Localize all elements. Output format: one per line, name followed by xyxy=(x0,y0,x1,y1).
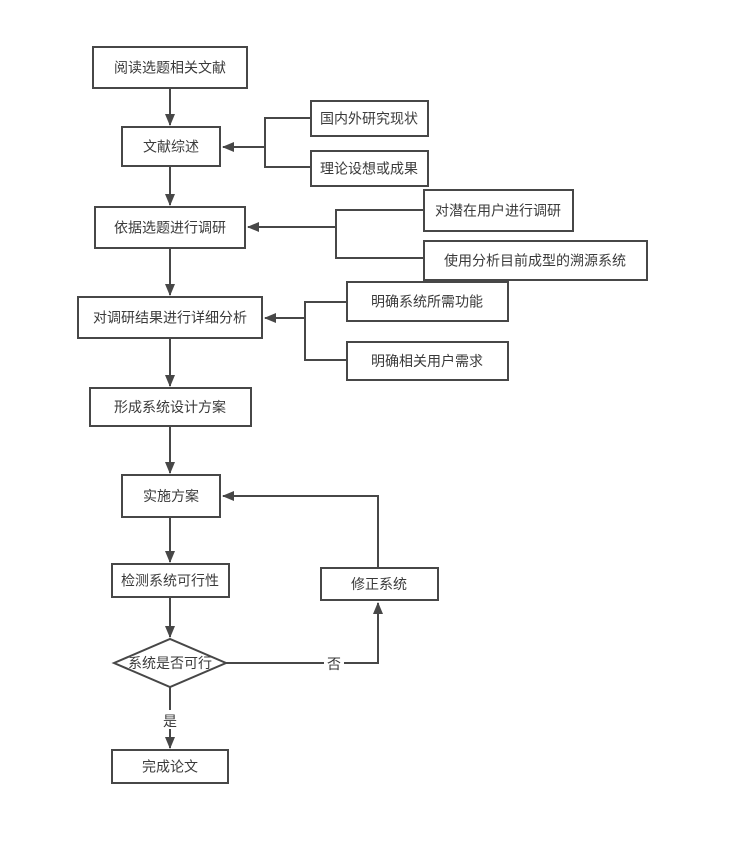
edge-label-no: 否 xyxy=(327,657,341,673)
node-complete-thesis: 完成论文 xyxy=(111,749,229,784)
edge-label-yes: 是 xyxy=(163,714,177,730)
node-form-design: 形成系统设计方案 xyxy=(89,387,252,427)
edge-label-no-bg xyxy=(324,653,344,672)
node-theory-results-box xyxy=(310,150,429,187)
node-research-status-box xyxy=(310,100,429,137)
node-theory-results-label: 理论设想或成果 xyxy=(320,162,418,178)
node-implement-plan: 实施方案 xyxy=(121,474,221,518)
node-read-literature: 阅读选题相关文献 xyxy=(92,46,248,89)
node-test-feasibility: 检测系统可行性 xyxy=(111,563,230,598)
node-analyze-systems: 使用分析目前成型的溯源系统 xyxy=(423,240,648,281)
node-clarify-needs-label: 明确相关用户需求 xyxy=(371,353,483,370)
node-fix-system-box xyxy=(320,567,439,601)
node-literature-review: 文献综述 xyxy=(121,126,221,167)
node-read-literature-label: 阅读选题相关文献 xyxy=(114,60,226,77)
node-decision-feasible: 系统是否可行 xyxy=(111,637,229,689)
edge-label-yes-group: 是 xyxy=(160,710,180,730)
edge-label-yes-bg xyxy=(160,710,180,729)
node-survey-users-label: 对潜在用户进行调研 xyxy=(435,203,561,220)
connector-review-sources xyxy=(264,117,311,168)
node-survey-by-topic: 依据选题进行调研 xyxy=(94,206,246,249)
connector-survey-inputs xyxy=(335,209,424,259)
node-theory-results: 理论设想或成果 xyxy=(310,150,429,187)
node-decision-feasible-shape xyxy=(111,637,229,689)
node-research-status: 国内外研究现状 xyxy=(310,100,429,137)
node-analyze-systems-label: 使用分析目前成型的溯源系统 xyxy=(444,253,626,270)
node-test-feasibility-label: 检测系统可行性 xyxy=(121,574,219,590)
edge-label-no-group: 否 xyxy=(324,653,344,673)
node-literature-review-box xyxy=(121,126,221,167)
node-clarify-functions-label: 明确系统所需功能 xyxy=(371,295,483,311)
node-decision-feasible-label: 系统是否可行 xyxy=(128,656,212,672)
node-implement-plan-box xyxy=(121,474,221,518)
node-clarify-needs-box xyxy=(346,341,509,381)
node-complete-thesis-box xyxy=(111,749,229,784)
node-analyze-results-label: 对调研结果进行详细分析 xyxy=(93,311,247,327)
node-survey-users-box xyxy=(423,189,574,232)
node-research-status-label: 国内外研究现状 xyxy=(320,112,418,128)
node-survey-by-topic-label: 依据选题进行调研 xyxy=(114,221,226,237)
edge-decision-no-to-fix xyxy=(226,602,383,664)
node-read-literature-box xyxy=(92,46,248,89)
node-survey-by-topic-box xyxy=(94,206,246,249)
node-implement-plan-label: 实施方案 xyxy=(143,488,199,505)
connector-analysis-outputs xyxy=(304,301,347,361)
edge-fix-to-implement xyxy=(222,491,379,568)
node-analyze-systems-box xyxy=(423,240,648,281)
node-fix-system: 修正系统 xyxy=(320,567,439,601)
node-analyze-results-box xyxy=(77,296,263,339)
node-form-design-box xyxy=(89,387,252,427)
node-test-feasibility-box xyxy=(111,563,230,598)
node-clarify-functions: 明确系统所需功能 xyxy=(346,281,509,322)
node-form-design-label: 形成系统设计方案 xyxy=(114,399,226,416)
node-clarify-needs: 明确相关用户需求 xyxy=(346,341,509,381)
node-complete-thesis-label: 完成论文 xyxy=(142,760,198,776)
node-survey-users: 对潜在用户进行调研 xyxy=(423,189,574,232)
node-clarify-functions-box xyxy=(346,281,509,322)
node-fix-system-label: 修正系统 xyxy=(351,577,407,593)
node-literature-review-label: 文献综述 xyxy=(143,140,199,156)
node-analyze-results: 对调研结果进行详细分析 xyxy=(77,296,263,339)
